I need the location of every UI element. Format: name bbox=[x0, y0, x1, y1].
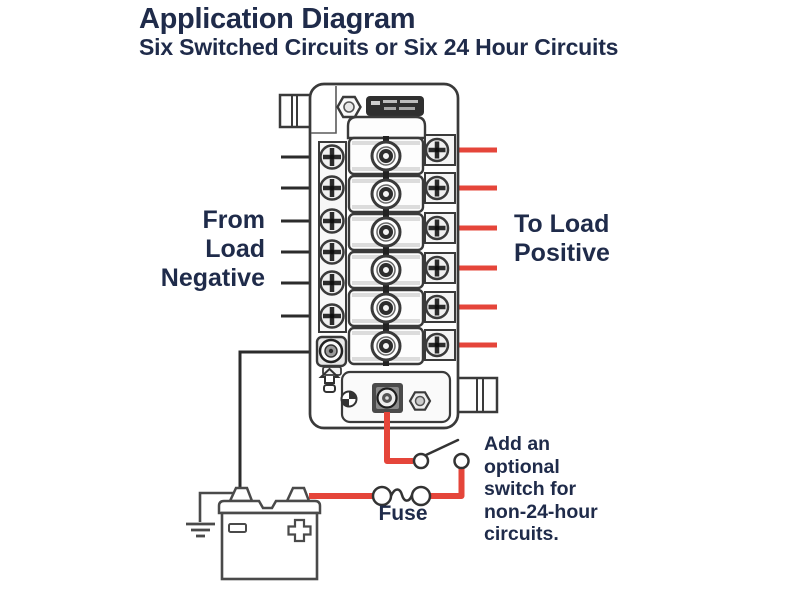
fuse-label: Fuse bbox=[378, 502, 428, 525]
phillips-screw-icon bbox=[424, 215, 450, 241]
fuse-row bbox=[347, 250, 425, 290]
positive-feed-wiring bbox=[309, 412, 465, 499]
optional-switch-note: Add an optional switch for non-24-hour c… bbox=[484, 433, 598, 545]
negative-screw-terminals bbox=[319, 144, 345, 329]
ground-icon bbox=[186, 522, 215, 538]
battery-negative-post bbox=[228, 486, 254, 503]
fuse-cover-top bbox=[346, 115, 427, 140]
phillips-screw-icon bbox=[319, 175, 345, 201]
battery-lid bbox=[217, 499, 322, 515]
phillips-screw-icon bbox=[424, 137, 450, 163]
fuse-block bbox=[278, 82, 499, 430]
cover-arrow-icon bbox=[318, 367, 341, 393]
stud-to-switch-wire bbox=[384, 412, 413, 464]
phillips-screw-icon bbox=[424, 294, 450, 320]
hex-nut-icon bbox=[408, 391, 432, 411]
battery-plus-icon bbox=[287, 518, 312, 543]
phillips-screw-icon bbox=[319, 303, 345, 329]
ground-wire bbox=[198, 491, 238, 522]
phillips-screw-icon bbox=[424, 255, 450, 281]
phillips-screw-icon bbox=[319, 270, 345, 296]
switch-icon bbox=[412, 438, 470, 470]
fuse-to-switch-wire bbox=[430, 467, 465, 499]
brand-badge bbox=[366, 96, 424, 116]
battery-minus-icon bbox=[228, 523, 247, 533]
fuse-icon bbox=[371, 485, 432, 507]
phillips-screw-icon bbox=[319, 208, 345, 234]
positive-screw-terminals bbox=[424, 137, 450, 358]
body-molding-step bbox=[311, 86, 337, 134]
to-load-positive-label: To Load Positive bbox=[514, 210, 610, 267]
battery-negative-cable bbox=[238, 350, 323, 487]
mounting-ear-bottom-right bbox=[453, 376, 499, 414]
quadrant-screw-icon bbox=[340, 390, 358, 408]
fuse-rows bbox=[347, 136, 425, 366]
from-load-negative-label: From Load Negative bbox=[160, 206, 265, 292]
phillips-screw-icon bbox=[424, 332, 450, 358]
fuse-row bbox=[347, 136, 425, 176]
fuse-row bbox=[347, 326, 425, 366]
phillips-screw-icon bbox=[424, 175, 450, 201]
hex-bolt-icon bbox=[336, 95, 362, 119]
page-title: Application Diagram bbox=[139, 3, 416, 35]
page-subtitle: Six Switched Circuits or Six 24 Hour Cir… bbox=[139, 34, 619, 60]
fuse-row bbox=[347, 174, 425, 214]
negative-bus-strip bbox=[318, 141, 347, 333]
battery-positive-post bbox=[285, 486, 311, 503]
phillips-screw-icon bbox=[319, 144, 345, 170]
phillips-screw-icon bbox=[319, 239, 345, 265]
battery bbox=[186, 486, 322, 581]
fuse-row bbox=[347, 212, 425, 252]
fuse-row bbox=[347, 288, 425, 328]
positive-feed-stud bbox=[372, 383, 403, 413]
